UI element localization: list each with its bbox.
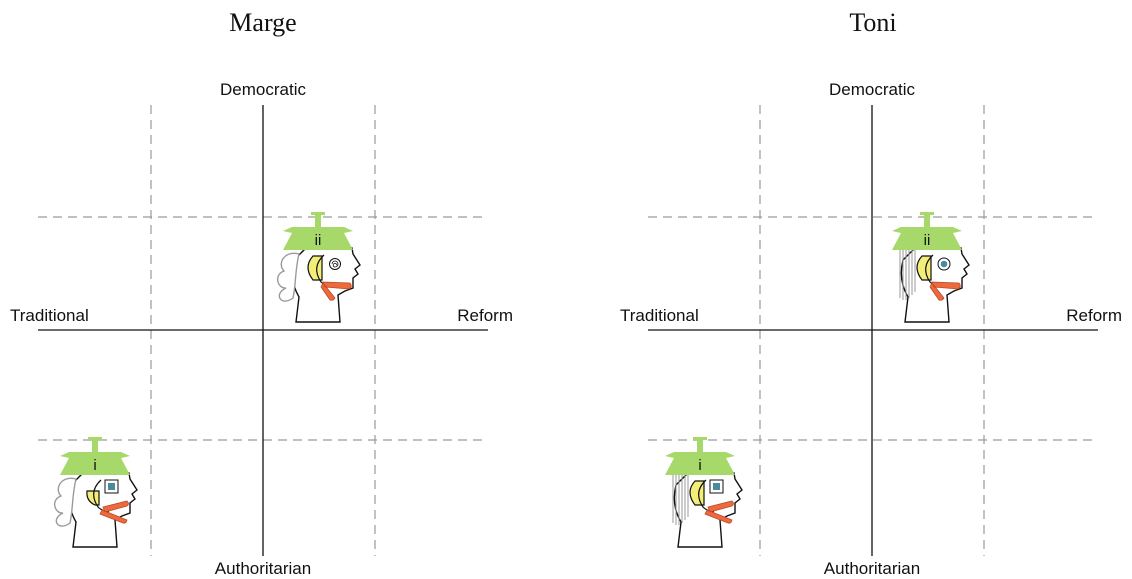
helmet-icon — [283, 212, 353, 250]
figure-label-i: i — [93, 457, 96, 474]
compass-panel-marge: Democratic Authoritarian Traditional Ref… — [10, 80, 513, 578]
hair-curly-icon — [53, 477, 77, 527]
tongue-icon — [929, 281, 961, 301]
figure-i: i — [665, 437, 743, 548]
panel-title-toni: Toni — [849, 8, 897, 37]
eye-square-pupil — [713, 483, 720, 490]
figure-label-ii: ii — [315, 232, 322, 249]
axis-label-reform: Reform — [457, 306, 513, 325]
panel-title-marge: Marge — [229, 8, 297, 37]
figure-label-ii: ii — [924, 232, 931, 249]
hair-straight-icon — [899, 250, 916, 300]
axis-label-democratic: Democratic — [829, 80, 915, 99]
helmet-icon — [60, 437, 130, 475]
tongue-icon — [320, 281, 352, 301]
axis-label-reform: Reform — [1066, 306, 1122, 325]
compass-panel-toni: Democratic Authoritarian Traditional Ref… — [620, 80, 1122, 578]
axis-label-authoritarian: Authoritarian — [215, 559, 311, 578]
tongue-icon — [704, 500, 734, 524]
hair-straight-icon — [672, 475, 689, 525]
figure-label-i: i — [698, 457, 701, 474]
helmet-icon — [892, 212, 962, 250]
axis-label-traditional: Traditional — [10, 306, 89, 325]
figure-ii: ii — [892, 212, 970, 323]
figure-i: i — [53, 437, 138, 548]
eye-square-pupil — [108, 483, 115, 490]
cheek-icon — [86, 490, 100, 506]
axis-label-democratic: Democratic — [220, 80, 306, 99]
figure-ii: ii — [276, 212, 361, 323]
hair-curly-icon — [276, 252, 300, 302]
eye-spiral-inner — [331, 260, 339, 268]
helmet-icon — [665, 437, 735, 475]
eye-dot-pupil — [940, 260, 948, 268]
axis-label-traditional: Traditional — [620, 306, 699, 325]
axis-label-authoritarian: Authoritarian — [824, 559, 920, 578]
eye-spiral-icon — [329, 258, 341, 270]
tongue-icon — [99, 500, 129, 524]
